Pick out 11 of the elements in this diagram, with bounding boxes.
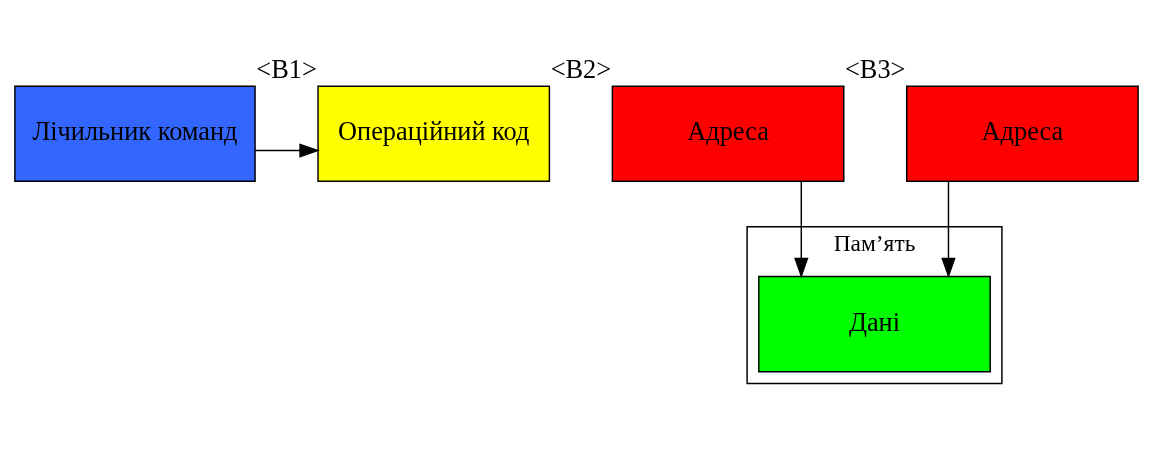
- arrow: [941, 180, 956, 278]
- node-box: Операційний код: [317, 84, 551, 182]
- node-box: Адреса: [906, 84, 1139, 182]
- node-box: Адреса: [611, 84, 845, 182]
- arrow: [254, 142, 320, 158]
- node-box: Дані: [758, 275, 991, 372]
- node-label: <B2>: [550, 54, 612, 84]
- arrow: [794, 180, 809, 278]
- node-label: <B1>: [256, 54, 317, 84]
- node-label: <B3>: [845, 54, 906, 84]
- node-box: Лічильник команд: [14, 84, 256, 182]
